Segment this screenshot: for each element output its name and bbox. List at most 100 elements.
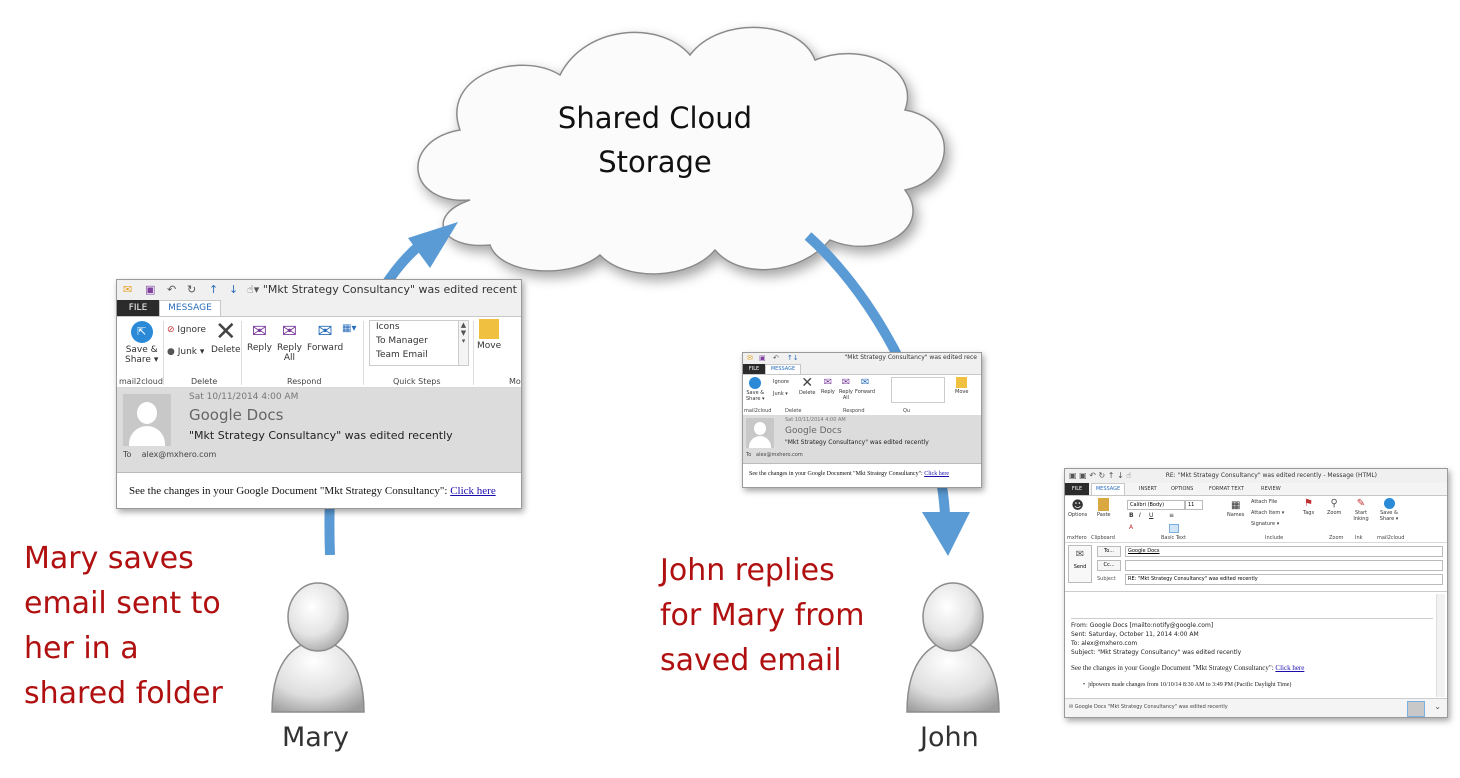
forward-button[interactable]: ✉ Forward — [855, 377, 875, 395]
signature-button[interactable]: Signature ▾ — [1251, 521, 1280, 527]
message-body: See the changes in your Google Document … — [117, 472, 521, 508]
down-arrow-icon[interactable]: ↓ — [229, 283, 239, 296]
quick-steps-gallery[interactable] — [891, 377, 945, 403]
cloud-label-line2: Storage — [598, 145, 712, 179]
undo-icon[interactable]: ↶ — [167, 283, 177, 296]
tab-review[interactable]: REVIEW — [1261, 486, 1281, 492]
to-line: To alex@mxhero.com — [123, 450, 216, 459]
reply-label: Reply — [247, 343, 272, 353]
align-left-icon[interactable] — [1169, 524, 1179, 533]
reply-button[interactable]: ✉ Reply — [247, 321, 272, 353]
bullets-icon[interactable]: ≡ — [1169, 512, 1175, 519]
quick-step-to-manager[interactable]: To Manager — [376, 336, 428, 346]
quick-step-icons[interactable]: Icons — [376, 322, 400, 332]
tab-message[interactable]: MESSAGE — [1091, 483, 1125, 495]
save-share-button[interactable]: Save & Share ▾ — [746, 377, 765, 402]
up-arrow-icon[interactable]: ↑ — [209, 283, 219, 296]
move-button[interactable]: Move — [955, 377, 968, 395]
save-icon[interactable]: ▣ — [759, 354, 766, 362]
save-share-button[interactable]: ⇱ Save & Share ▾ — [125, 321, 158, 365]
reply-all-button[interactable]: ✉ Reply All — [839, 377, 853, 401]
save-icon[interactable]: ▣ — [145, 283, 156, 296]
undo-icon[interactable]: ↶ — [773, 354, 779, 362]
quick-steps-gallery[interactable]: Icons To Manager Team Email ▲▼▾ — [369, 320, 469, 366]
attach-file-button[interactable]: Attach File — [1251, 499, 1278, 505]
reply-all-button[interactable]: ✉ Reply All — [277, 321, 302, 363]
junk-button[interactable]: Junk ▾ — [773, 391, 788, 397]
tab-file[interactable]: FILE — [1065, 483, 1089, 495]
tab-insert[interactable]: INSERT — [1139, 486, 1157, 492]
start-inking-button[interactable]: ✎ Start Inking — [1351, 498, 1371, 522]
send-label: Send — [1073, 564, 1087, 570]
reply-button[interactable]: ✉ Reply — [821, 377, 835, 395]
compose-window-title: RE: "Mkt Strategy Consultancy" was edite… — [1165, 472, 1377, 479]
subject-field[interactable]: RE: "Mkt Strategy Consultancy" was edite… — [1125, 574, 1443, 585]
ignore-button[interactable]: ⊘ Ignore — [167, 325, 206, 335]
body-text-line: See the changes in your Google Document … — [129, 485, 496, 497]
attach-item-button[interactable]: Attach Item ▾ — [1251, 510, 1285, 516]
names-button[interactable]: ▦ Names — [1227, 500, 1244, 518]
bold-button[interactable]: B — [1129, 512, 1134, 519]
save-share-label: Share ▾ — [746, 396, 765, 402]
underline-button[interactable]: U — [1149, 512, 1154, 519]
click-here-link[interactable]: Click here — [924, 471, 950, 477]
caption-mary: Mary saves email sent to her in a shared… — [24, 536, 223, 716]
paste-button[interactable]: Paste — [1097, 498, 1111, 518]
junk-button[interactable]: ● Junk ▾ — [167, 347, 204, 357]
ribbon-small: Save & Share ▾ Ignore Junk ▾ ✕ Delete ✉ … — [743, 374, 981, 416]
delete-button[interactable]: ✕ Delete — [799, 376, 815, 396]
compose-body[interactable]: From: Google Docs [mailto:notify@google.… — [1065, 591, 1447, 699]
italic-button[interactable]: I — [1139, 512, 1141, 519]
move-label: Move — [477, 341, 502, 351]
tab-file[interactable]: FILE — [117, 300, 159, 316]
tab-message[interactable]: MESSAGE — [159, 300, 221, 316]
avatar-head-icon — [137, 402, 157, 424]
to-label: To — [746, 452, 752, 458]
cc-field[interactable] — [1125, 560, 1443, 571]
tab-message[interactable]: MESSAGE — [765, 364, 801, 374]
delete-button[interactable]: ✕ Delete — [211, 319, 241, 355]
to-button[interactable]: To... — [1097, 546, 1121, 557]
options-button[interactable]: ☻ Options — [1068, 498, 1087, 518]
to-field[interactable]: Google Docs — [1125, 546, 1443, 557]
tab-file[interactable]: FILE — [743, 364, 765, 374]
zoom-button[interactable]: ⚲ Zoom — [1327, 498, 1341, 516]
reply-icon: ✉ — [251, 321, 268, 342]
message-header: Sat 10/11/2014 4:00 AM Google Docs "Mkt … — [117, 388, 521, 472]
body-text: See the changes in your Google Document … — [1071, 664, 1274, 672]
body-scrollbar[interactable] — [1436, 594, 1445, 697]
group-label: Ink — [1355, 535, 1363, 541]
quick-access-toolbar: ✉ ▣ ↶ ↻ ↑ ↓ ☝▾ "Mkt Strategy Consultancy… — [117, 280, 521, 300]
click-here-link[interactable]: Click here — [1275, 664, 1305, 672]
avatar-body-icon — [129, 426, 165, 446]
tab-format-text[interactable]: FORMAT TEXT — [1209, 486, 1244, 492]
font-color-icon[interactable]: A — [1129, 524, 1134, 531]
compose-title-bar: ▣ ▣ ↶ ↻ ↑ ↓ ☝ RE: "Mkt Strategy Consulta… — [1065, 469, 1447, 483]
quick-step-team-email[interactable]: Team Email — [376, 350, 428, 360]
forward-button[interactable]: ✉ Forward — [307, 321, 343, 353]
caption-mary-line: Mary saves — [24, 541, 194, 576]
cc-button[interactable]: Cc... — [1097, 560, 1121, 571]
font-size-select[interactable]: 11 — [1185, 500, 1203, 510]
send-button[interactable]: ✉ Send — [1068, 545, 1092, 583]
save-share-label: Save & — [125, 345, 158, 355]
move-button[interactable]: Move — [477, 319, 501, 351]
tab-options[interactable]: OPTIONS — [1171, 486, 1194, 492]
font-name-select[interactable]: Calibri (Body) — [1127, 500, 1185, 510]
up-arrow-icon[interactable]: ↑↓ — [787, 354, 799, 362]
more-respond-icon[interactable]: ▦▾ — [342, 323, 357, 334]
mail2cloud-icon — [1383, 498, 1395, 509]
ribbon: ⇱ Save & Share ▾ ⊘ Ignore ● Junk ▾ ✕ Del… — [117, 316, 521, 388]
ignore-button[interactable]: Ignore — [773, 379, 789, 385]
click-here-link[interactable]: Click here — [450, 485, 496, 497]
save-share-button[interactable]: Save & Share ▾ — [1377, 498, 1401, 522]
group-label: Quick Steps — [393, 377, 441, 386]
caption-john-line: saved email — [660, 643, 842, 678]
expand-chevron-icon[interactable]: ⌄ — [1434, 702, 1441, 711]
compose-qat-icons[interactable]: ▣ ▣ ↶ ↻ ↑ ↓ ☝ — [1069, 471, 1132, 480]
touch-mode-icon[interactable]: ☝▾ — [247, 283, 260, 296]
tags-button[interactable]: ⚑ Tags — [1303, 498, 1314, 516]
contact-avatar[interactable] — [1407, 701, 1425, 717]
redo-icon[interactable]: ↻ — [187, 283, 197, 296]
gallery-scroll-icon[interactable]: ▲▼▾ — [458, 321, 468, 365]
